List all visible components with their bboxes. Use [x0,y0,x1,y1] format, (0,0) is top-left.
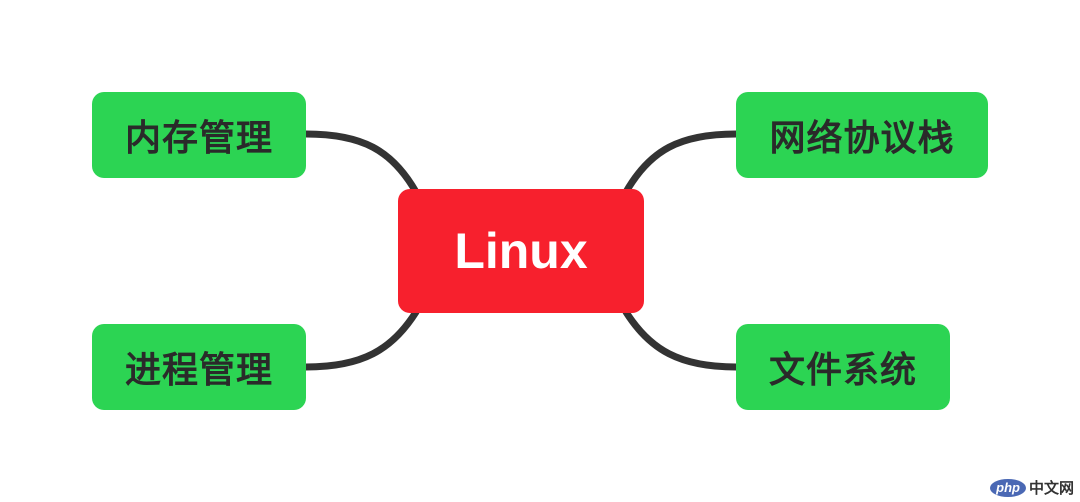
watermark: php 中文网 [990,477,1074,498]
node-memory-label: 内存管理 [124,118,273,159]
node-file-system[interactable]: 文件系统 [736,324,950,410]
connector-network [622,130,740,196]
connector-filesystem [622,308,740,371]
node-process-management[interactable]: 进程管理 [92,324,306,410]
node-network-label: 网络协议栈 [769,118,955,159]
node-network-stack[interactable]: 网络协议栈 [736,92,988,178]
node-filesystem-label: 文件系统 [768,350,917,391]
watermark-text: 中文网 [1028,480,1074,497]
node-center-label: Linux [454,223,588,279]
connector-memory [302,130,420,196]
node-center-linux[interactable]: Linux [398,189,644,313]
connector-process [302,308,420,371]
node-process-label: 进程管理 [124,350,273,391]
node-memory-management[interactable]: 内存管理 [92,92,306,178]
watermark-logo: php [990,478,1026,497]
